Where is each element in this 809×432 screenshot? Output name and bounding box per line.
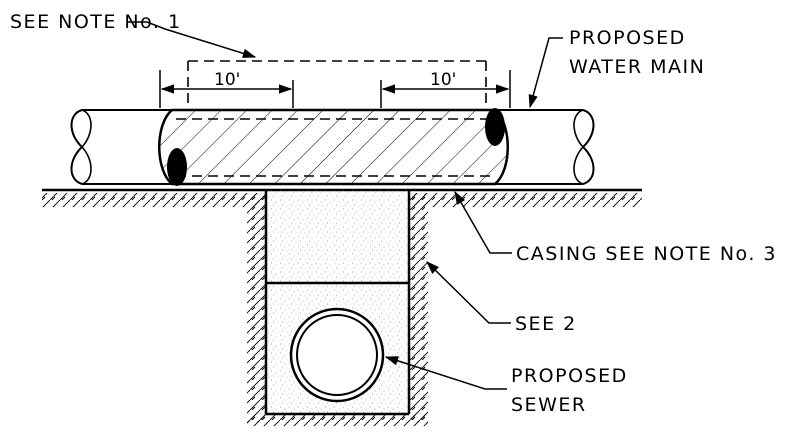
proposed-sewer-pipe <box>289 307 385 403</box>
proposed-water-main-label-line1: PROPOSED <box>569 27 686 49</box>
left-pipe-joint <box>167 148 187 186</box>
see-2-label: SEE 2 <box>515 313 577 335</box>
casing-note-label: CASING SEE NOTE No. 3 <box>516 243 777 265</box>
water-main-right-segment <box>495 109 595 185</box>
casing-pipe <box>158 108 509 186</box>
right-dimension-label: 10' <box>430 70 456 90</box>
dimension-extension-lines <box>159 70 511 108</box>
see-note-1-label: SEE NOTE No. 1 <box>10 11 182 33</box>
casing-leader <box>454 190 512 254</box>
proposed-sewer-label-line2: SEWER <box>511 394 587 416</box>
water-main-left-segment <box>70 109 172 185</box>
note-1-leader <box>127 21 257 58</box>
leader-lines <box>127 21 563 390</box>
proposed-water-main-label-line2: WATER MAIN <box>569 56 705 78</box>
water-main-leader <box>528 37 563 109</box>
see-2-leader <box>426 261 511 324</box>
sewer-leader <box>384 356 507 390</box>
left-dimension-label: 10' <box>214 70 240 90</box>
proposed-sewer-label-line1: PROPOSED <box>511 365 628 387</box>
right-pipe-joint <box>485 108 505 146</box>
